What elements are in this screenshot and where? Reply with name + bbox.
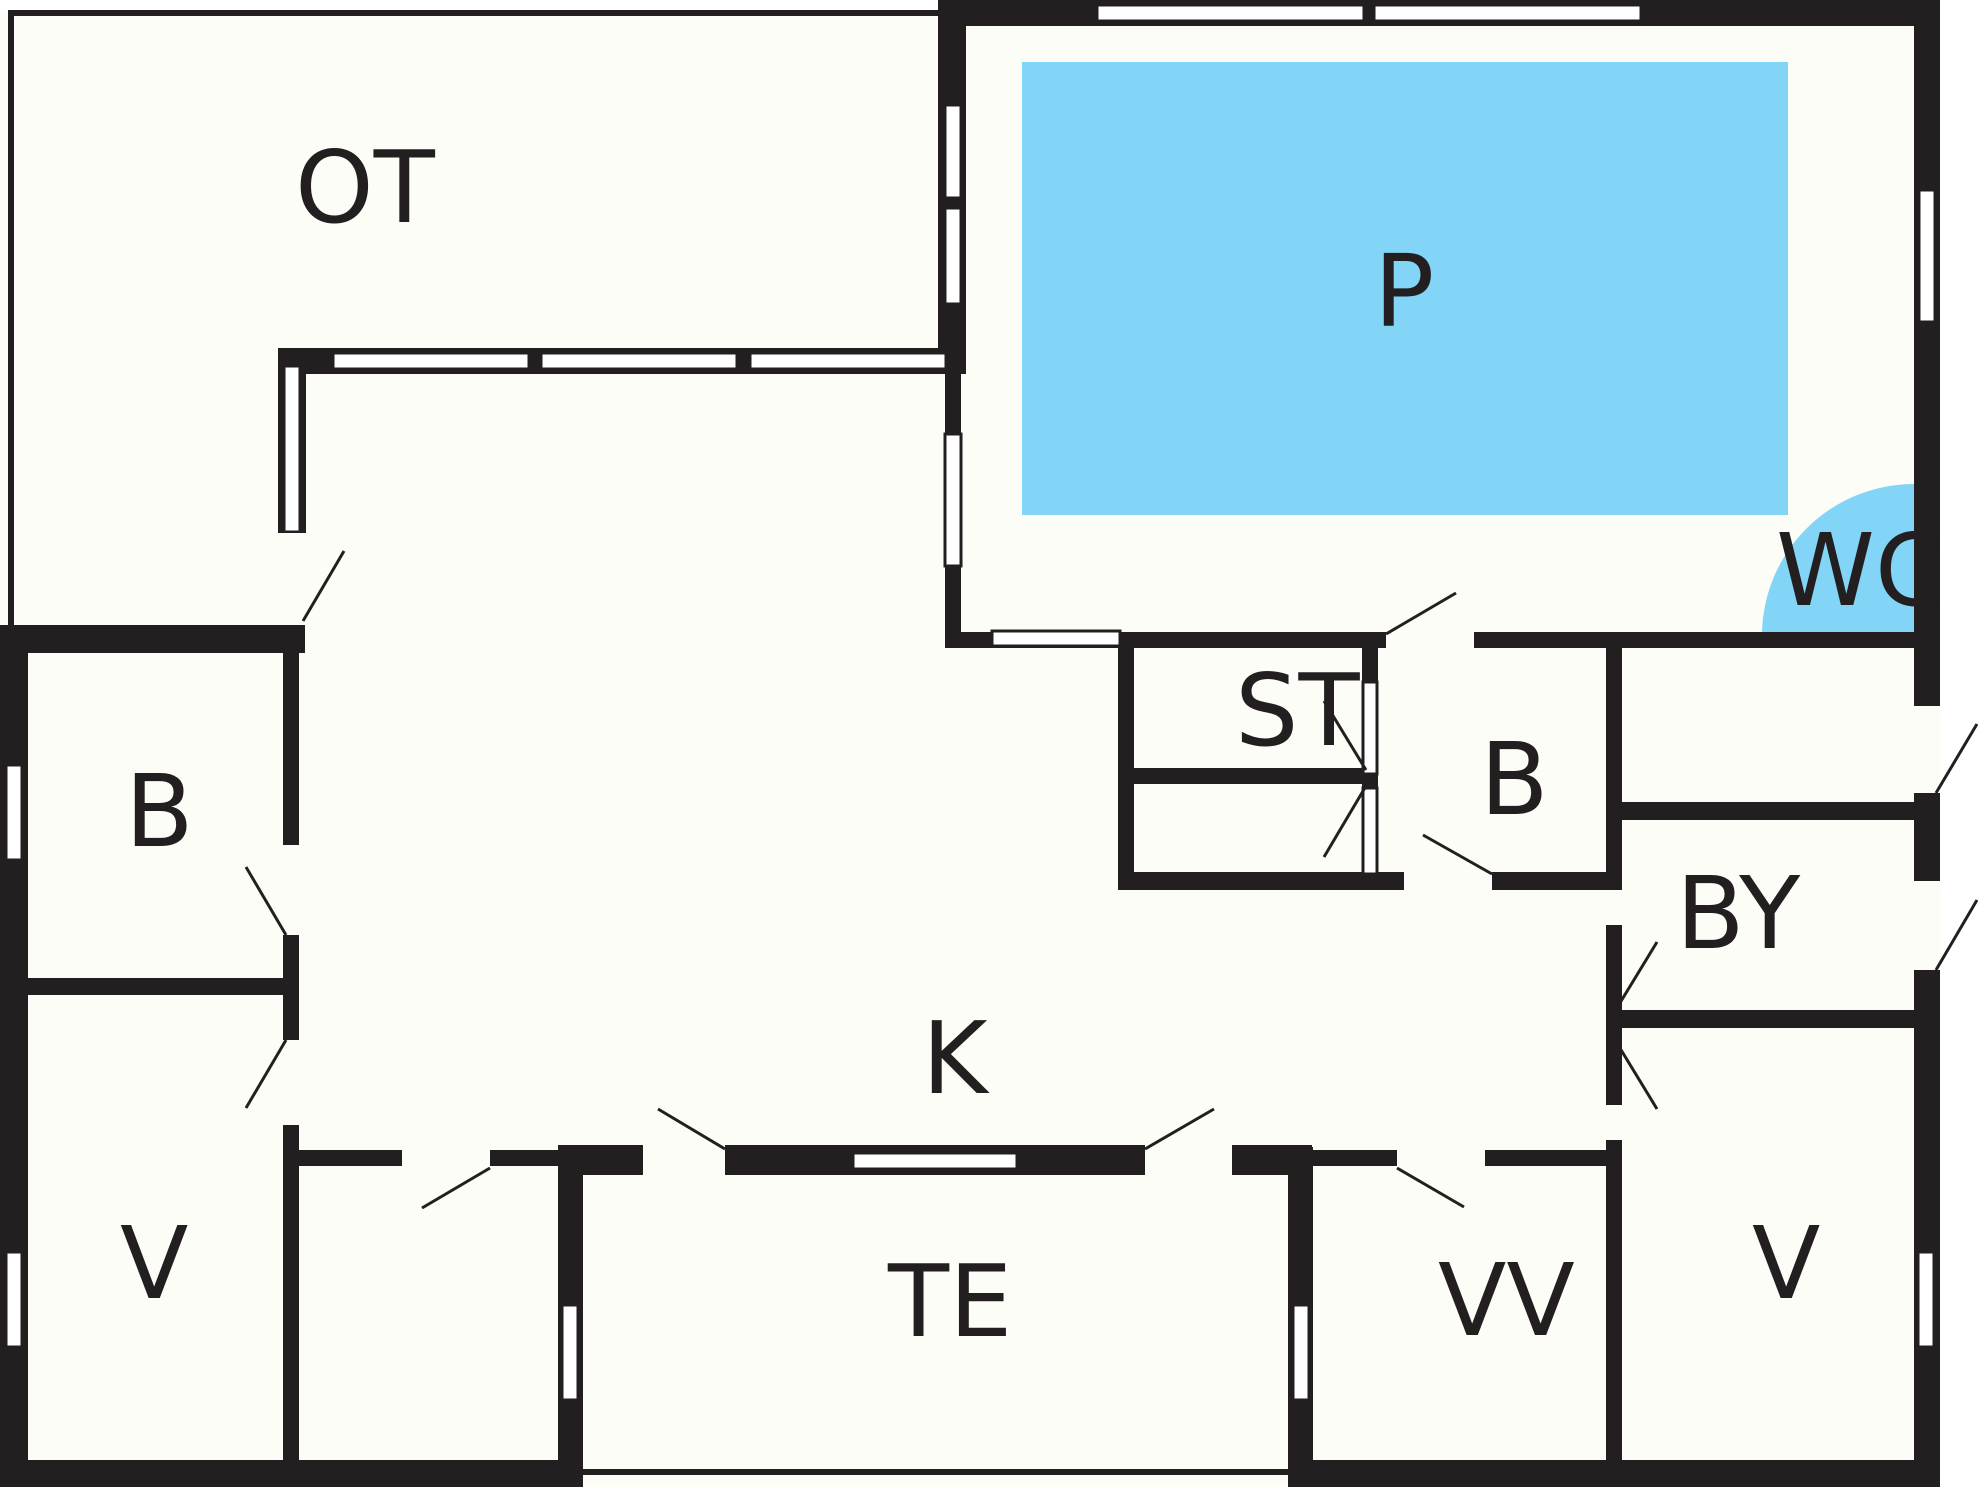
door-swing [421, 1166, 491, 1210]
window [1291, 1303, 1311, 1402]
window [1916, 1250, 1936, 1349]
window [943, 206, 963, 306]
pool-steps [1762, 484, 1914, 632]
room-label-by: BY [1676, 855, 1801, 972]
room-label-b-center: B [1480, 721, 1549, 838]
windows [4, 3, 1937, 1402]
door-swing [244, 866, 288, 936]
room-label-p: P [1374, 233, 1434, 350]
room-label-st: ST [1235, 652, 1360, 769]
door-swing [1934, 899, 1979, 971]
window [4, 1250, 24, 1349]
door-swing [244, 1039, 288, 1109]
door-swing [1613, 941, 1659, 1012]
window [990, 629, 1122, 648]
door-swing [1322, 785, 1368, 858]
window [1917, 188, 1937, 324]
door-swing [1322, 700, 1368, 771]
room-labels: OT P WC ST B B BY K V TE VV V [120, 129, 1945, 1360]
door-swing [1144, 1107, 1215, 1151]
room-label-v-right: V [1752, 1205, 1820, 1322]
door-swing [1385, 591, 1457, 636]
window [851, 1151, 1019, 1171]
room-label-wc: WC [1776, 512, 1945, 629]
door-swing [1613, 1039, 1659, 1110]
room-label-te: TE [887, 1243, 1012, 1360]
door-openings [278, 533, 1939, 1173]
door-swing [1934, 723, 1979, 794]
room-label-ot: OT [295, 129, 436, 246]
window [1372, 3, 1643, 23]
window [331, 351, 531, 371]
room-label-vv: VV [1438, 1242, 1575, 1359]
door-swing [1422, 833, 1493, 876]
interior-walls [20, 632, 1940, 1460]
window [943, 432, 963, 568]
window [748, 351, 948, 371]
room-label-k: K [922, 1000, 990, 1117]
pool [1022, 62, 1788, 515]
window [943, 103, 963, 200]
door-swing [1396, 1166, 1465, 1209]
window [539, 351, 739, 371]
door-swings [244, 550, 1979, 1210]
door-swing [657, 1107, 726, 1151]
window [282, 364, 302, 534]
door-swing [301, 550, 346, 622]
room-label-b-left: B [125, 753, 194, 870]
window [1095, 3, 1366, 23]
window [560, 1303, 580, 1402]
window [4, 763, 24, 862]
room-label-v-left: V [120, 1205, 188, 1322]
